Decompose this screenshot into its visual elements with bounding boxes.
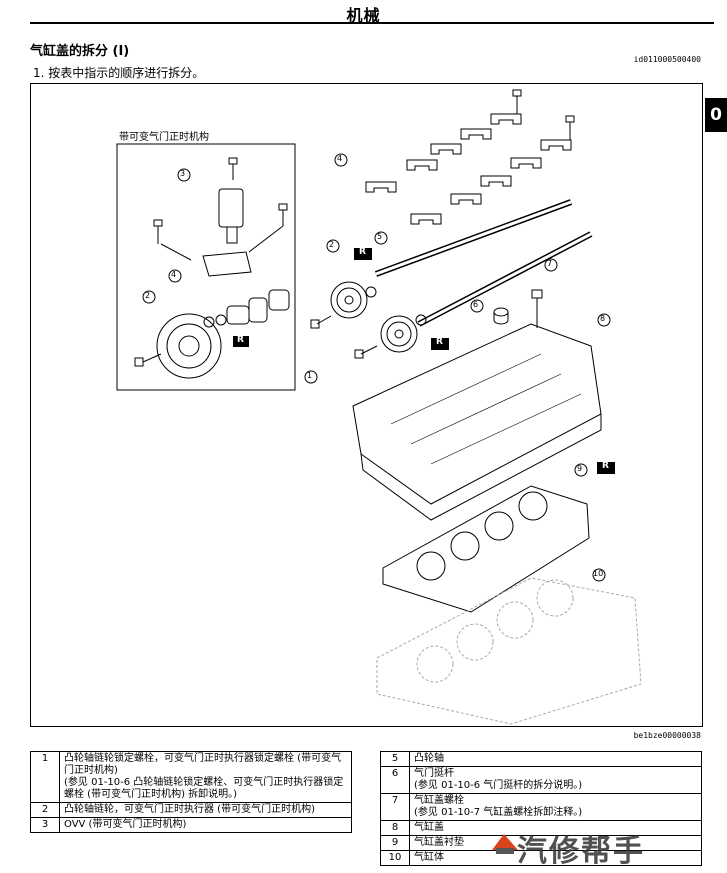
legend-num: 1: [30, 751, 60, 803]
valve-tappet: [493, 307, 509, 325]
cylinder-block: [376, 577, 642, 725]
callout-markers: [142, 153, 611, 582]
legend-text: 凸轮轴链轮锁定螺栓，可变气门正时执行器锁定螺栓 (带可变气门正时机构)(参见 0…: [59, 751, 352, 803]
head-bolt: [531, 289, 543, 328]
table-row: 5 凸轮轴: [380, 751, 702, 767]
callout-4-inset: 4: [171, 270, 177, 279]
camshaft-exhaust: [417, 231, 593, 327]
legend-text: 气门挺杆(参见 01-10-6 气门挺杆的拆分说明。): [409, 766, 702, 794]
cylinder-head-gasket: [382, 485, 590, 613]
callout-1: 1: [307, 371, 313, 380]
replace-mark-gasket: [597, 462, 615, 474]
legend-ref: (参见 01-10-7 气缸盖螺栓拆卸注释。): [414, 807, 583, 818]
legend-num: 8: [380, 820, 410, 836]
legend-text: OVV (带可变气门正时机构): [59, 817, 352, 833]
callout-6: 6: [473, 300, 479, 309]
cylinder-head: [352, 323, 602, 521]
inset-title: 带可变气门正时机构: [119, 132, 209, 143]
legend-text: 凸轮轴链轮，可变气门正时执行器 (带可变气门正时机构): [59, 802, 352, 818]
document-id: id011000500400: [633, 55, 701, 64]
replace-label-lower: R: [436, 337, 443, 347]
table-row: 6 气门挺杆(参见 01-10-6 气门挺杆的拆分说明。): [380, 766, 702, 794]
inset-bolt-right: [278, 203, 288, 226]
exploded-diagram: 带可变气门正时机构 3 4 2 4 2 5 7 6 8 1 9 10 R R R…: [30, 83, 703, 727]
legend-text: 气缸体: [409, 850, 702, 866]
legend-text: 气缸盖螺栓(参见 01-10-7 气缸盖螺栓拆卸注释。): [409, 793, 702, 821]
table-row: 10 气缸体: [380, 850, 702, 866]
section-tab[interactable]: 0: [705, 98, 727, 132]
callout-10: 10: [593, 569, 604, 578]
section-title: 气缸盖的拆分 (I): [30, 44, 130, 59]
callout-3: 3: [180, 169, 186, 178]
sprocket-upper: [330, 281, 377, 319]
header-rule: [30, 22, 714, 24]
inset-replace-mark: [233, 336, 249, 347]
legend-num: 9: [380, 835, 410, 851]
legend-table-right: 5 凸轮轴 6 气门挺杆(参见 01-10-6 气门挺杆的拆分说明。) 7 气缸…: [380, 751, 702, 866]
sprocket-bolts: [310, 315, 378, 359]
inset-ovv-valve: [218, 157, 244, 244]
table-row: 1 凸轮轴链轮锁定螺栓，可变气门正时执行器锁定螺栓 (带可变气门正时机构)(参见…: [30, 751, 352, 803]
diagram-drawing: [116, 89, 642, 725]
camshaft-intake: [374, 199, 573, 277]
callout-8: 8: [600, 314, 606, 323]
callout-9: 9: [577, 464, 583, 473]
callout-2-inset: 2: [145, 291, 151, 300]
legend-num: 6: [380, 766, 410, 794]
replace-mark-lower: [431, 338, 449, 350]
legend-num: 5: [380, 751, 410, 767]
inset-actuator: [134, 289, 290, 379]
legend-ref: (参见 01-10-6 气门挺杆的拆分说明。): [414, 780, 583, 791]
legend-num: 10: [380, 850, 410, 866]
legend-num: 2: [30, 802, 60, 818]
figure-id: be1bze00000038: [633, 731, 701, 740]
callout-2: 2: [329, 240, 335, 249]
inset-bracket: [160, 225, 284, 277]
replace-label-gasket: R: [602, 461, 609, 471]
legend-num: 3: [30, 817, 60, 833]
camshaft-caps: [365, 113, 572, 225]
watermark-logo-icon: [492, 834, 518, 854]
watermark-text: 汽修帮手: [517, 834, 645, 869]
page-header-title: 机械: [346, 6, 381, 25]
legend-table-left: 1 凸轮轴链轮锁定螺栓，可变气门正时执行器锁定螺栓 (带可变气门正时机构)(参见…: [30, 751, 352, 833]
inset-bolt-left: [153, 219, 163, 244]
legend-num: 7: [380, 793, 410, 821]
table-row: 3 OVV (带可变气门正时机构): [30, 817, 352, 833]
table-row: 2 凸轮轴链轮，可变气门正时执行器 (带可变气门正时机构): [30, 802, 352, 818]
table-row: 7 气缸盖螺栓(参见 01-10-7 气缸盖螺栓拆卸注释。): [380, 793, 702, 821]
callout-7: 7: [547, 259, 553, 268]
inset-frame: [116, 143, 296, 391]
replace-label-upper: R: [359, 247, 366, 257]
callout-5: 5: [377, 232, 383, 241]
replace-mark-upper: [354, 248, 372, 260]
legend-text: 凸轮轴: [409, 751, 702, 767]
inset-replace-label: R: [237, 335, 244, 345]
cap-bolts: [512, 89, 575, 140]
legend-ref: (参见 01-10-6 凸轮轴链轮锁定螺栓、可变气门正时执行器锁定螺栓 (带可变…: [64, 777, 344, 800]
callout-4: 4: [337, 154, 343, 163]
step-instruction: 1. 按表中指示的顺序进行拆分。: [33, 66, 205, 80]
sprocket-lower: [380, 314, 427, 353]
